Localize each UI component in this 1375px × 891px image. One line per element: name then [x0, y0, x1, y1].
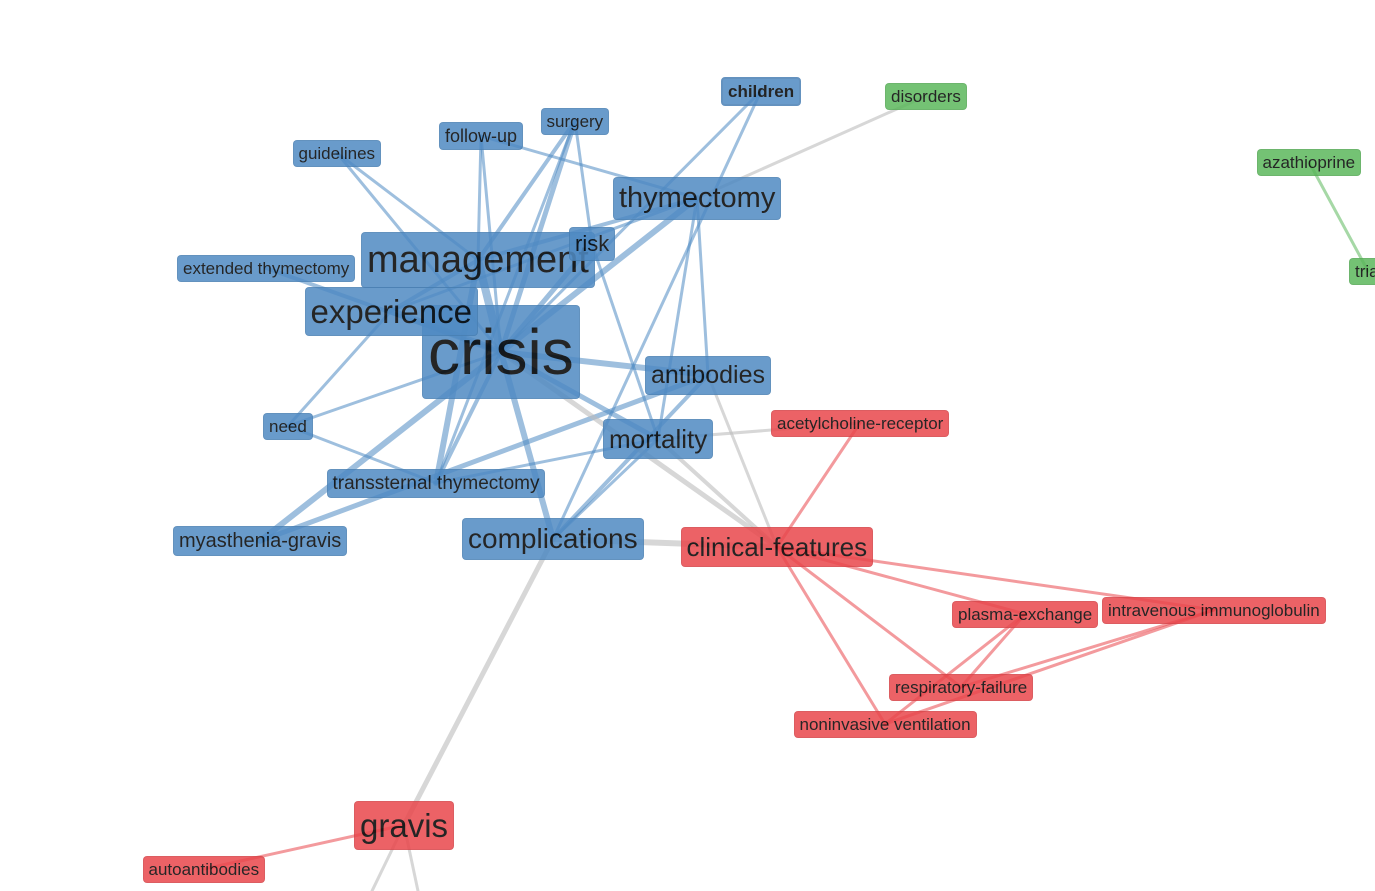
node-experience[interactable]: experience [304, 286, 478, 336]
node-ivig[interactable]: intravenous immunoglobulin [1102, 596, 1326, 624]
node-disorders[interactable]: disorders [885, 82, 967, 110]
edge-complications-children [551, 89, 763, 541]
node-achr[interactable]: acetylcholine-receptor [771, 409, 950, 437]
node-plasma[interactable]: plasma-exchange [952, 600, 1099, 628]
edge-ivig-niv [883, 608, 1216, 726]
node-need[interactable]: need [263, 412, 313, 440]
edge-antibodies-myasthenia [257, 372, 711, 544]
node-autoantibodies[interactable]: autoantibodies [142, 855, 266, 883]
node-mortality[interactable]: mortality [603, 419, 714, 459]
node-clinical[interactable]: clinical-features [680, 527, 874, 567]
edge-antibodies-clinical [706, 373, 779, 549]
node-gravis[interactable]: gravis [354, 800, 455, 850]
node-niv[interactable]: noninvasive ventilation [793, 710, 977, 738]
edge-surgery-risk [573, 119, 594, 246]
node-myasthenia[interactable]: myasthenia-gravis [173, 526, 348, 556]
node-management[interactable]: management [361, 232, 595, 288]
node-extended[interactable]: extended thymectomy [177, 254, 356, 282]
node-complications[interactable]: complications [462, 518, 644, 560]
node-thymectomy[interactable]: thymectomy [613, 176, 782, 220]
node-followup[interactable]: follow-up [439, 122, 524, 150]
node-trial[interactable]: tria [1349, 257, 1375, 285]
node-surgery[interactable]: surgery [540, 107, 610, 135]
edge-complications-gravis [401, 536, 556, 828]
edge-clinical-niv [775, 545, 887, 726]
edge-azathioprine-trial [1307, 160, 1370, 273]
node-risk[interactable]: risk [569, 227, 616, 261]
node-guidelines[interactable]: guidelines [292, 139, 382, 167]
edge-plasma-niv [883, 612, 1027, 726]
edge-clinical-achr [775, 421, 862, 549]
edge-thymectomy-mortality [656, 196, 699, 441]
node-azathioprine[interactable]: azathioprine [1256, 148, 1362, 176]
node-respfail[interactable]: respiratory-failure [889, 673, 1034, 701]
edge-clinical-respfail [775, 545, 963, 689]
edge-surgery-transsternal [434, 119, 577, 485]
node-children[interactable]: children [721, 76, 802, 106]
node-transsternal[interactable]: transsternal thymectomy [326, 468, 546, 498]
node-antibodies[interactable]: antibodies [645, 355, 771, 395]
edge-risk-mortality [590, 242, 660, 441]
